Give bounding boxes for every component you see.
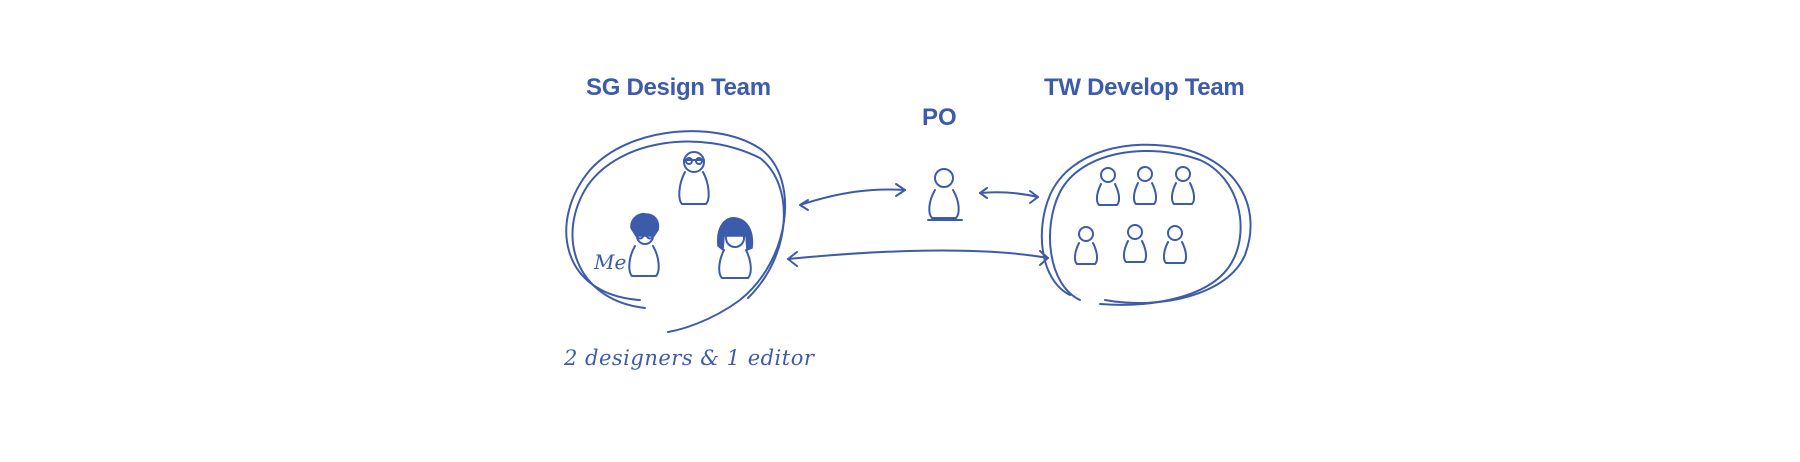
person-icon: [1095, 167, 1121, 206]
person-icon: [1122, 224, 1148, 263]
sg-team-circle: [565, 130, 787, 333]
arrow-sg-tw: [787, 249, 1049, 267]
sg-team-caption: 2 designers & 1 editor: [564, 346, 815, 370]
tw-team-circle: [1040, 143, 1252, 306]
tw-team-title: TW Develop Team: [1044, 74, 1245, 101]
person-icon: [927, 168, 963, 221]
person-icon: [1073, 226, 1099, 265]
person-icon: [1162, 225, 1188, 264]
me-label: Me: [594, 250, 627, 274]
arrow-sg-po: [799, 183, 906, 211]
person-long-hair-icon: [717, 217, 754, 279]
sg-team-title: SG Design Team: [586, 74, 771, 101]
po-title: PO: [922, 104, 957, 131]
person-icon: [1170, 166, 1196, 205]
person-glasses-icon: [628, 212, 660, 277]
arrow-po-tw: [979, 187, 1039, 204]
person-icon: [1132, 166, 1158, 205]
person-glasses-icon: [678, 151, 710, 205]
